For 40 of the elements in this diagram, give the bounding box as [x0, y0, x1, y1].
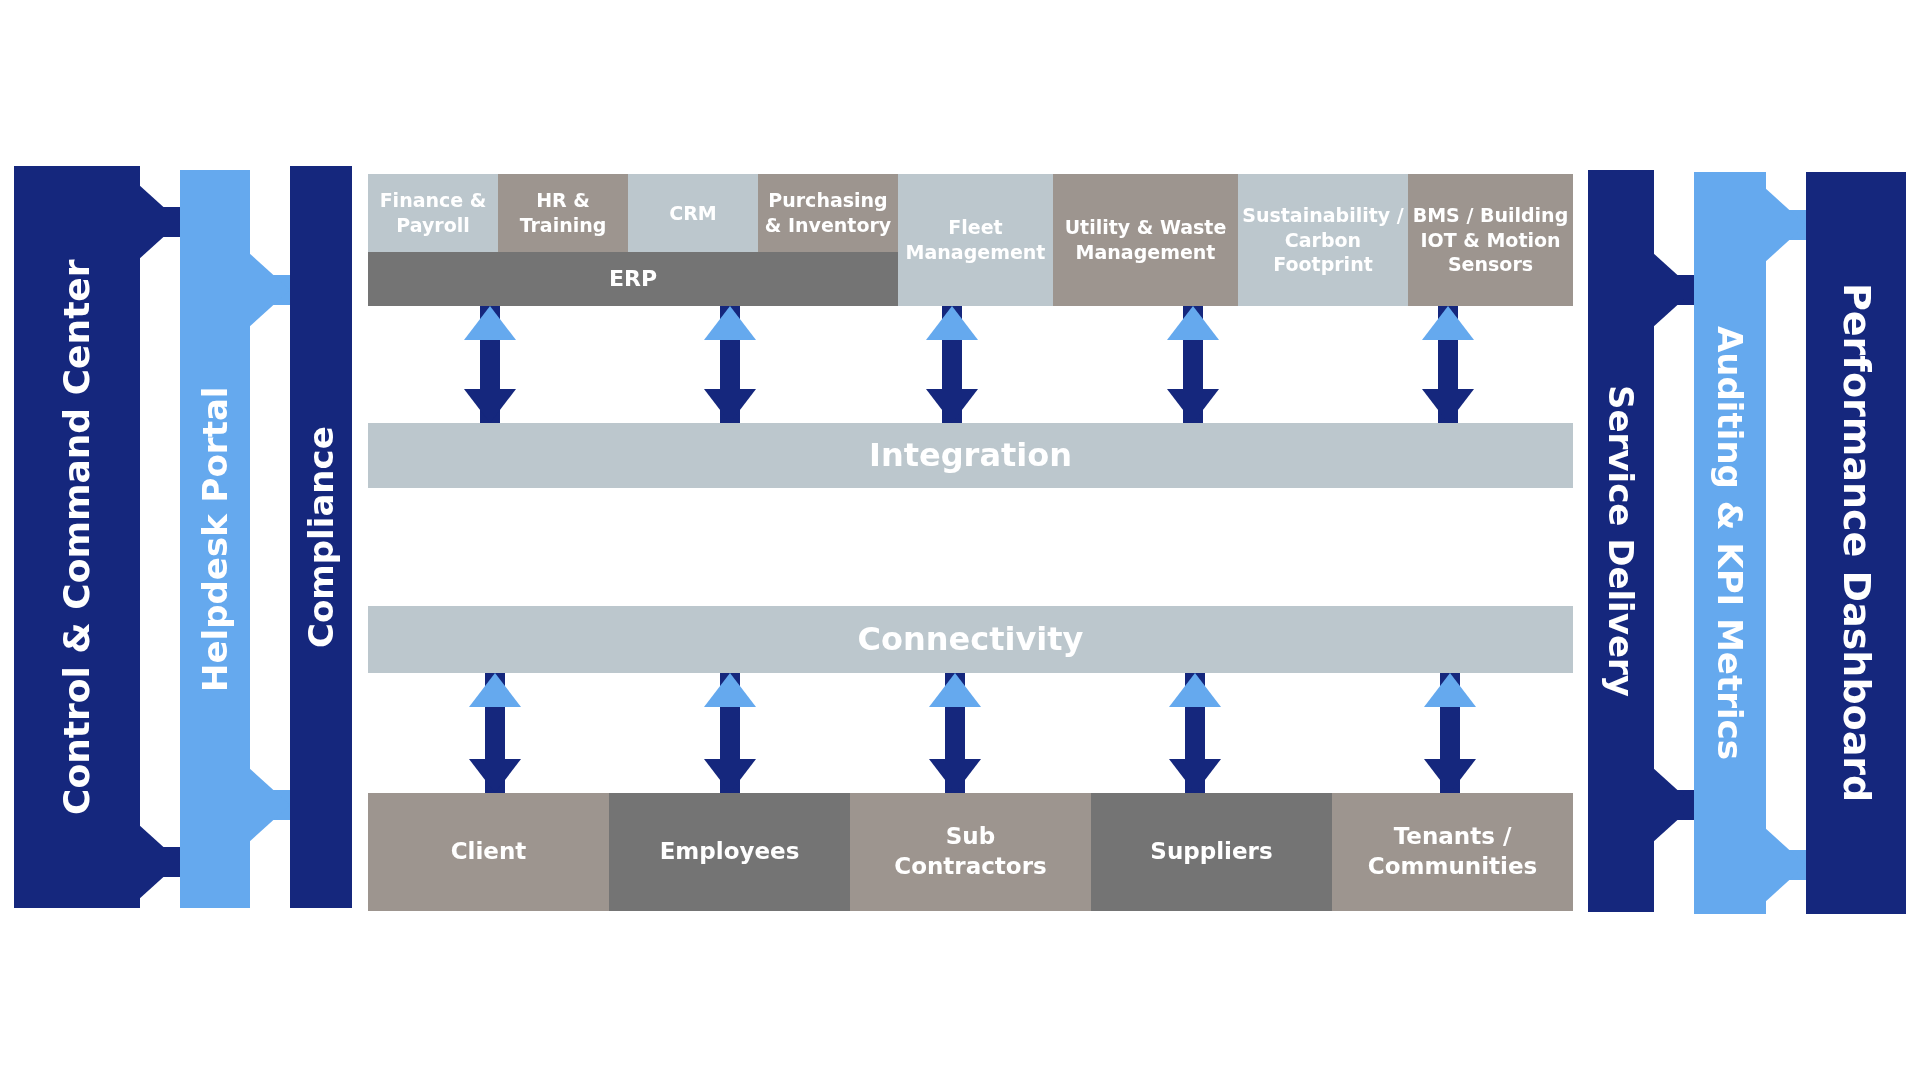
column-banner: Compliance — [290, 166, 352, 908]
block-arrow — [1652, 767, 1694, 843]
double-arrow — [704, 306, 756, 423]
double-arrow — [926, 306, 978, 423]
column-banner: Helpdesk Portal — [180, 170, 250, 908]
column-banner: Control & Command Center — [14, 166, 140, 908]
stakeholder-box: Client — [368, 793, 609, 911]
module-box: Purchasing & Inventory — [758, 174, 898, 252]
module-box: Sustainability / Carbon Footprint — [1238, 174, 1408, 306]
block-arrow — [1652, 252, 1694, 328]
module-box: HR & Training — [498, 174, 628, 252]
double-arrow — [1167, 306, 1219, 423]
column-banner: Performance Dashboard — [1806, 172, 1906, 914]
stakeholder-box: Suppliers — [1091, 793, 1332, 911]
module-box: BMS / Building IOT & Motion Sensors — [1408, 174, 1573, 306]
double-arrow — [469, 673, 521, 793]
block-arrow — [248, 252, 290, 328]
stakeholder-box: Sub Contractors — [850, 793, 1091, 911]
block-arrow — [1764, 827, 1806, 903]
module-box: Fleet Management — [898, 174, 1053, 306]
column-banner: Auditing & KPI Metrics — [1694, 172, 1766, 914]
module-box: Finance & Payroll — [368, 174, 498, 252]
layer-bar: Connectivity — [368, 606, 1573, 673]
double-arrow — [464, 306, 516, 423]
double-arrow — [1169, 673, 1221, 793]
stakeholder-box: Tenants / Communities — [1332, 793, 1573, 911]
layer-bar: Integration — [368, 423, 1573, 488]
block-arrow — [138, 824, 180, 900]
double-arrow — [929, 673, 981, 793]
stakeholder-box: Employees — [609, 793, 850, 911]
module-box: Utility & Waste Management — [1053, 174, 1238, 306]
module-box: CRM — [628, 174, 758, 252]
column-banner: Service Delivery — [1588, 170, 1654, 912]
double-arrow — [704, 673, 756, 793]
block-arrow — [248, 767, 290, 843]
double-arrow — [1422, 306, 1474, 423]
block-arrow — [138, 184, 180, 260]
module-box: ERP — [368, 252, 898, 306]
double-arrow — [1424, 673, 1476, 793]
block-arrow — [1764, 187, 1806, 263]
